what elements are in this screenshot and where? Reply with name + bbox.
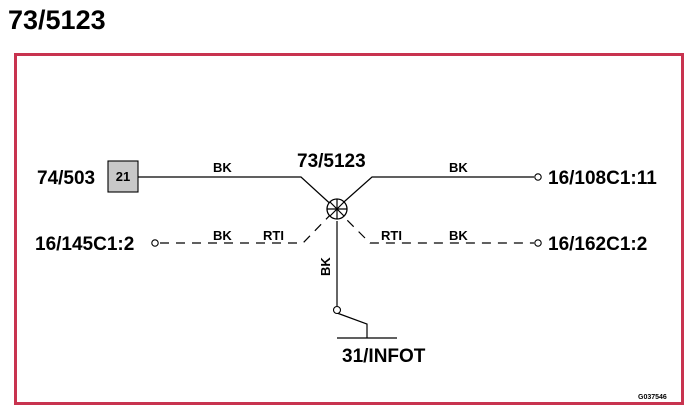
drawing-code: G037546	[638, 394, 667, 401]
terminal-right-top-icon	[534, 173, 542, 181]
wire-color-right-top: BK	[449, 160, 468, 175]
connector-right-bottom-label: 16/162C1:2	[548, 234, 647, 255]
wire-color-left-bottom: BK	[213, 228, 232, 243]
wire-left-top	[138, 176, 337, 210]
pin-number: 21	[116, 169, 130, 184]
pin-box	[107, 160, 139, 193]
splice-icon	[326, 198, 348, 220]
wire-color-right-bottom: BK	[449, 228, 468, 243]
terminal-ground-icon	[332, 305, 342, 315]
wire-left-bottom	[160, 208, 337, 244]
terminal-left-bottom-icon	[151, 239, 159, 247]
connector-ground-label: 31/INFOT	[342, 346, 426, 367]
connector-right-top-label: 16/108C1:11	[548, 168, 657, 189]
page-title: 73/5123	[8, 5, 106, 35]
wire-rti-right-bottom: RTI	[381, 228, 402, 243]
connector-left-top-label: 74/503	[37, 168, 95, 189]
wire-right-top	[335, 176, 534, 210]
wire-color-left-top: BK	[213, 160, 232, 175]
wire-color-down: BK	[318, 257, 333, 276]
splice-label: 73/5123	[297, 151, 366, 172]
ground-lead	[336, 312, 368, 338]
wire-right-bottom	[335, 208, 534, 244]
connector-left-bottom-label: 16/145C1:2	[35, 234, 134, 255]
wire-rti-left-bottom: RTI	[263, 228, 284, 243]
diagram-frame	[14, 53, 684, 405]
terminal-right-bottom-icon	[534, 239, 542, 247]
